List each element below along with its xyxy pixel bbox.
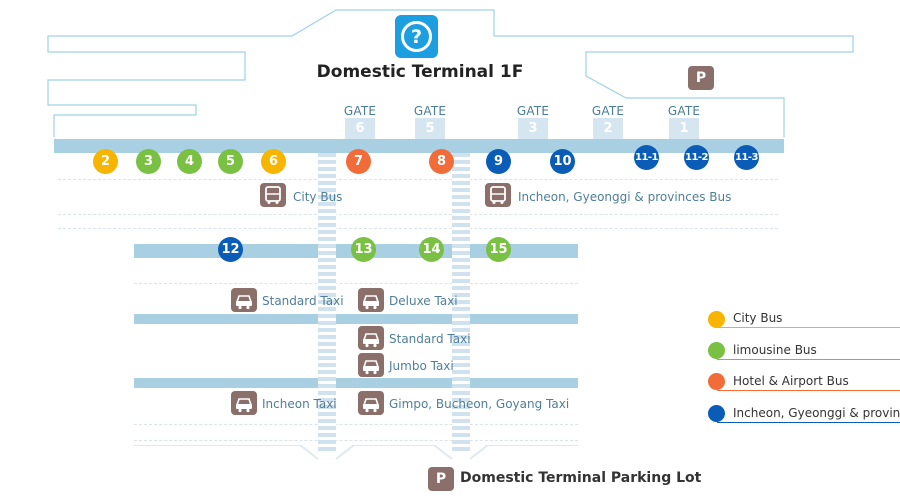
gate-number: 1 — [669, 118, 699, 140]
bus-stop-6[interactable]: 6 — [261, 149, 286, 174]
legend-dot-incheon — [708, 405, 725, 422]
taxi-icon — [358, 288, 384, 312]
legend-dot-hotel — [708, 373, 725, 390]
bus-stop-9[interactable]: 9 — [486, 149, 511, 174]
road-divider — [134, 283, 578, 284]
gate-label: GATE — [343, 104, 377, 118]
gate-number: 2 — [593, 118, 623, 140]
bus-stop-14[interactable]: 14 — [419, 237, 444, 262]
bus-stop-4[interactable]: 4 — [177, 149, 202, 174]
bus-stop-10[interactable]: 10 — [550, 149, 575, 174]
gate-number: 3 — [518, 118, 548, 140]
bus-stop-8[interactable]: 8 — [429, 149, 454, 174]
parking-lot-label: Domestic Terminal Parking Lot — [460, 470, 702, 486]
bus-stop-3[interactable]: 3 — [136, 149, 161, 174]
taxi-icon — [231, 288, 257, 312]
bus-stop-2[interactable]: 2 — [93, 149, 118, 174]
legend-line — [717, 359, 900, 360]
parking-badge: P — [688, 66, 714, 90]
road-divider — [134, 424, 578, 425]
road-divider — [58, 179, 778, 180]
page-title: Domestic Terminal 1F — [316, 62, 524, 82]
curb-lane-top — [54, 139, 784, 153]
bus-stop-7[interactable]: 7 — [346, 149, 371, 174]
legend-label: Incheon, Gyeonggi & province — [733, 406, 900, 420]
bus-stop-11-1[interactable]: 11-1 — [634, 145, 659, 170]
legend-dot-limousine — [708, 342, 725, 359]
legend-line — [717, 422, 900, 423]
gate-number: 5 — [415, 118, 445, 140]
parking-lot-badge: P — [428, 467, 454, 491]
taxi-icon — [231, 391, 257, 415]
gimpo-taxi-label: Gimpo, Bucheon, Goyang Taxi — [389, 397, 570, 411]
taxi-icon — [358, 353, 384, 377]
gate-label: GATE — [591, 104, 625, 118]
incheon-bus-label: Incheon, Gyeonggi & provinces Bus — [518, 190, 732, 204]
deluxe-taxi-label: Deluxe Taxi — [389, 294, 458, 308]
island-lane-3 — [134, 378, 578, 388]
crosswalk — [318, 153, 336, 453]
road-divider — [58, 228, 778, 229]
gate-label: GATE — [413, 104, 447, 118]
bus-stop-13[interactable]: 13 — [351, 237, 376, 262]
taxi-icon — [358, 326, 384, 350]
legend-line — [717, 390, 900, 391]
bus-stop-11-2[interactable]: 11-2 — [684, 145, 709, 170]
bus-stop-11-3[interactable]: 11-3 — [734, 145, 759, 170]
legend-label: City Bus — [733, 311, 783, 325]
standard-taxi-label: Standard Taxi — [389, 332, 471, 346]
bus-icon — [485, 183, 511, 207]
city-bus-label: City Bus — [293, 190, 343, 204]
incheon-taxi-label: Incheon Taxi — [262, 397, 337, 411]
taxi-icon — [358, 391, 384, 415]
standard-taxi-label: Standard Taxi — [262, 294, 344, 308]
bus-stop-15[interactable]: 15 — [486, 237, 511, 262]
island-lane-2 — [134, 314, 578, 324]
jumbo-taxi-label: Jumbo Taxi — [389, 359, 454, 373]
road-bottom-edge — [134, 445, 578, 460]
legend-label: limousine Bus — [733, 343, 817, 357]
question-mark-icon[interactable]: ? — [395, 15, 438, 58]
crosswalk — [452, 153, 470, 453]
gate-label: GATE — [516, 104, 550, 118]
road-divider — [134, 440, 578, 441]
gate-label: GATE — [667, 104, 701, 118]
legend-label: Hotel & Airport Bus — [733, 374, 849, 388]
bus-stop-5[interactable]: 5 — [218, 149, 243, 174]
road-divider — [58, 214, 778, 215]
bus-stop-12[interactable]: 12 — [218, 237, 243, 262]
legend-dot-city — [708, 311, 725, 328]
bus-icon — [260, 183, 286, 207]
gate-number: 6 — [345, 118, 375, 140]
legend-line — [717, 327, 900, 328]
svg-text:?: ? — [411, 26, 422, 48]
